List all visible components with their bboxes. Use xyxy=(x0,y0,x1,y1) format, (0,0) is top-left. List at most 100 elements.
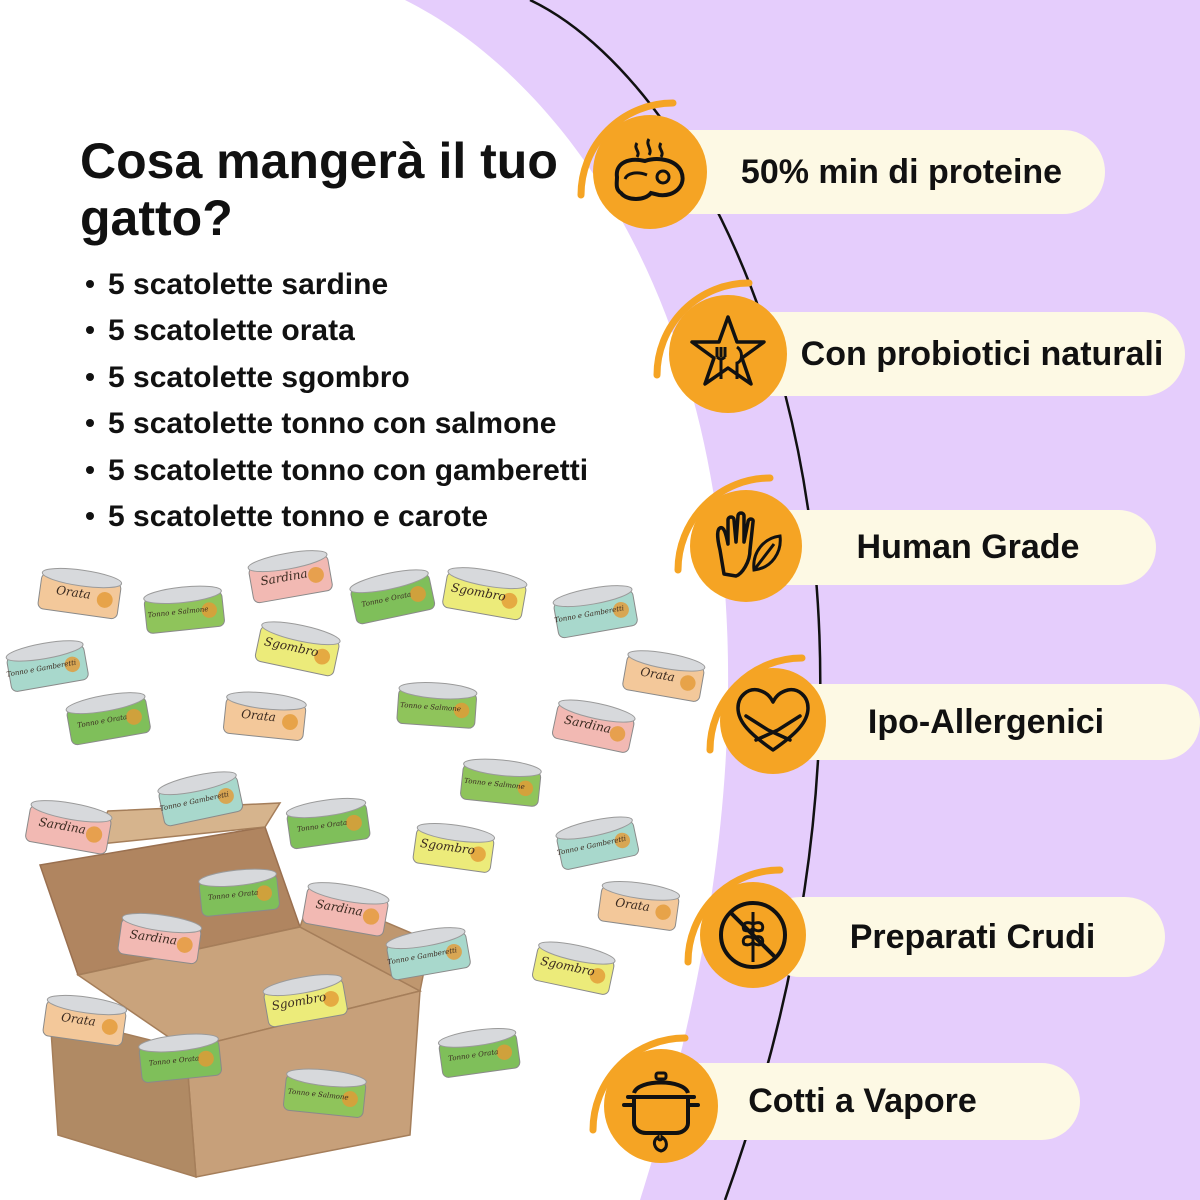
cat-illustration xyxy=(218,788,234,804)
can-lid xyxy=(247,550,328,573)
cat-illustration xyxy=(655,904,671,920)
food-can: Tonno e Salmone xyxy=(283,1068,367,1118)
food-can: Tonno e Gamberetti xyxy=(157,771,244,827)
bullet-dot xyxy=(86,280,94,289)
bullet-dot xyxy=(86,419,94,428)
food-can: Tonno e Orata xyxy=(65,692,151,746)
can-lid xyxy=(416,822,496,843)
feature-label: Cotti a Vapore xyxy=(748,1082,977,1120)
list-item: 5 scatolette orata xyxy=(82,308,588,354)
can-lid xyxy=(46,994,128,1016)
feature-label: Human Grade xyxy=(856,528,1080,566)
can-lid xyxy=(307,882,390,905)
bullet-dot xyxy=(86,372,94,381)
food-can: Orata xyxy=(597,880,681,931)
can-lid xyxy=(41,567,123,589)
food-can: Tonno e Salmone xyxy=(143,585,225,634)
page-title: Cosa mangerà il tuo gatto? xyxy=(80,133,558,246)
accent-arc xyxy=(653,279,753,379)
food-can: Sardina xyxy=(117,912,203,965)
can-lid xyxy=(627,650,706,672)
can-lid xyxy=(262,974,343,997)
can-lid xyxy=(463,758,542,777)
food-can: Sgombro xyxy=(532,941,616,995)
cat-illustration xyxy=(323,990,339,1007)
cat-illustration xyxy=(85,826,103,843)
cat-illustration xyxy=(680,675,696,691)
cat-illustration xyxy=(256,885,272,901)
can-label: Orata xyxy=(241,707,277,725)
can-label: Orata xyxy=(639,665,676,685)
food-can: Tonno e Orata xyxy=(437,1027,521,1078)
cat-illustration xyxy=(96,592,113,608)
cardboard-box xyxy=(39,802,431,1179)
can-lid xyxy=(447,567,528,590)
feature-pill: 50% min di proteine xyxy=(640,130,1105,214)
no-grain-icon xyxy=(700,882,806,988)
food-can: Tonno e Orata xyxy=(349,569,436,625)
cat-illustration xyxy=(501,592,518,609)
feature-label: Ipo-Allergenici xyxy=(867,702,1105,741)
list-item: 5 scatolette tonno e carote xyxy=(82,494,588,540)
feature-label: Preparati Crudi xyxy=(849,917,1096,956)
heart-hug-icon xyxy=(720,668,826,774)
hand-leaf-icon xyxy=(690,490,802,602)
cat-illustration xyxy=(453,702,470,719)
cat-illustration xyxy=(496,1044,513,1060)
list-item: 5 scatolette tonno con salmone xyxy=(82,401,588,447)
accent-arc xyxy=(577,99,677,199)
food-can: Orata xyxy=(223,691,307,741)
food-can: Sgombro xyxy=(254,621,341,677)
feature-pill: Con probiotici naturali xyxy=(715,312,1185,396)
food-can: Sgombro xyxy=(262,974,348,1028)
can-lid xyxy=(285,797,367,819)
can-lid xyxy=(226,691,307,711)
can-lid xyxy=(138,1033,219,1053)
can-lid xyxy=(398,682,478,700)
can-lid xyxy=(65,692,146,715)
cat-illustration xyxy=(101,1019,118,1035)
can-lid xyxy=(261,621,341,646)
cat-illustration xyxy=(176,937,193,953)
feature-label: 50% min di proteine xyxy=(740,152,1063,191)
can-lid xyxy=(385,927,466,950)
cat-illustration xyxy=(589,968,606,984)
cat-illustration xyxy=(470,846,486,862)
can-lid xyxy=(286,1068,367,1088)
cat-illustration xyxy=(282,714,298,730)
cat-illustration xyxy=(346,814,362,831)
food-can: Tonno e Gamberetti xyxy=(5,640,89,692)
cat-illustration xyxy=(126,708,142,725)
cat-illustration xyxy=(614,832,631,849)
cat-illustration xyxy=(613,601,629,618)
can-lid xyxy=(5,640,84,662)
can-lid xyxy=(538,941,616,965)
cat-illustration xyxy=(410,586,426,602)
food-can: Orata xyxy=(622,650,706,702)
cat-illustration xyxy=(201,602,217,618)
can-lid xyxy=(121,912,203,934)
cat-illustration xyxy=(446,943,462,960)
can-lid xyxy=(601,880,681,901)
contents-list: 5 scatolette sardine 5 scatolette orata … xyxy=(82,262,588,540)
feature-pill: Preparati Crudi xyxy=(760,897,1165,977)
feature-pill: Ipo-Allergenici xyxy=(772,684,1200,760)
food-can: Tonno e Orata xyxy=(285,797,371,850)
list-item: 5 scatolette tonno con gamberetti xyxy=(82,448,588,494)
feature-label: Con probiotici naturali xyxy=(800,334,1164,373)
food-can: Sardina xyxy=(552,699,636,753)
cat-illustration xyxy=(308,566,324,583)
steam-pot-icon xyxy=(604,1049,718,1163)
food-can: Tonno e Orata xyxy=(138,1033,222,1083)
cat-illustration xyxy=(197,1050,214,1067)
food-can: Tonno e Gamberetti xyxy=(552,585,638,639)
food-can: Orata xyxy=(37,567,123,620)
steak-icon xyxy=(593,115,707,229)
food-can: Tonno e Gamberetti xyxy=(385,927,471,981)
can-label: Orata xyxy=(60,1010,96,1029)
can-label: Orata xyxy=(55,583,91,602)
can-lid xyxy=(198,868,277,887)
can-lid xyxy=(143,585,222,604)
cat-illustration xyxy=(362,908,380,925)
